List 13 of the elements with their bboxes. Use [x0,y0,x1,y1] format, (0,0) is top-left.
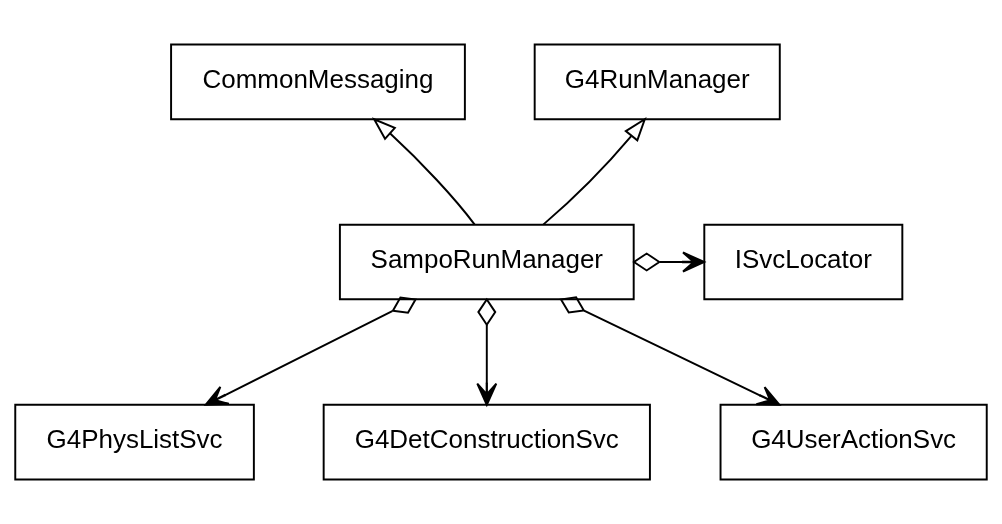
arrow [632,251,706,273]
arrow [476,297,498,406]
node-box: G4RunManager [533,43,781,121]
arrow [559,296,781,406]
node-box: CommonMessaging [170,43,466,121]
arrow [542,116,647,226]
node-box: G4UserActionSvc [719,403,988,481]
node-box: G4DetConstructionSvc [322,403,651,481]
node-box: ISvcLocator [703,223,904,301]
arrow [204,296,418,406]
arrow [371,117,476,226]
node-box: SampoRunManager [338,223,635,301]
node-box: G4PhysListSvc [14,403,255,481]
